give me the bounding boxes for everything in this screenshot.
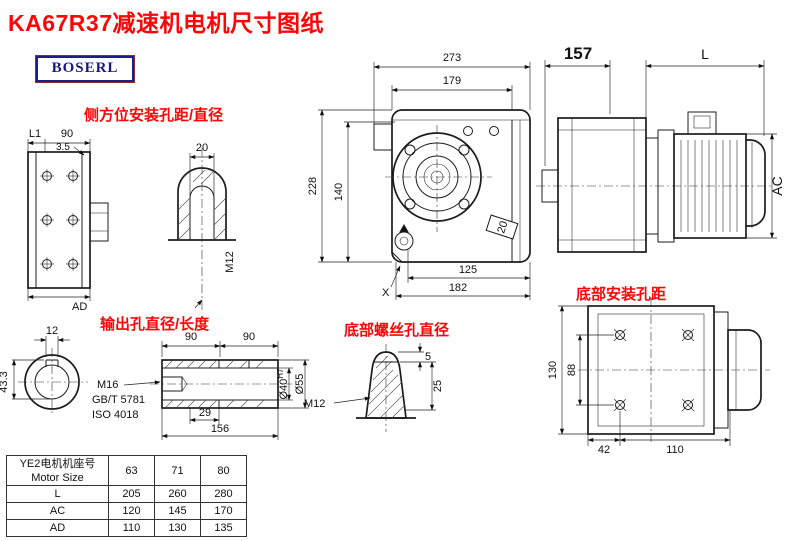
dim-M12-bottom: M12: [304, 398, 325, 410]
mount-hole: [40, 169, 80, 271]
label-output-hole: 输出孔直径/长度: [100, 316, 210, 333]
view-bottom-mount: 130 88 42 110: [547, 298, 770, 456]
dim-88: 88: [566, 364, 578, 376]
table-row-AD: AD 110 130 135: [6, 519, 247, 537]
dim-179: 179: [443, 75, 461, 87]
cell-AC-71: 145: [154, 502, 201, 520]
cell-AC-63: 120: [108, 502, 155, 520]
label-bottom-mount: 底部安装孔距: [576, 286, 667, 303]
dim-M12-side: M12: [224, 251, 236, 272]
std-iso4018: ISO 4018: [92, 409, 138, 421]
view-front: 273 179 228 140 20 125: [307, 52, 531, 300]
cell-AC-80: 170: [200, 502, 247, 520]
view-output-end: 12 43.3: [0, 325, 88, 416]
dim-AC: AC: [769, 176, 785, 195]
dim-228: 228: [307, 177, 319, 195]
cell-L-63: 205: [108, 485, 155, 503]
motor-size-table: YE2电机机座号 Motor Size 63 71 80 L 205 260 2…: [6, 455, 247, 537]
cell-L-71: 260: [154, 485, 201, 503]
page-title: KA67R37减速机电机尺寸图纸: [8, 10, 324, 36]
view-side-motor: 157 L AC: [536, 44, 785, 253]
dim-h7: H7: [276, 368, 285, 379]
size-col-80: 80: [200, 455, 247, 486]
dim-M16: M16: [97, 379, 118, 391]
view-side-flange: L1 90 3.5 AD: [27, 128, 109, 313]
dim-273: 273: [443, 52, 461, 64]
dim-110: 110: [666, 444, 684, 456]
x-mark: X: [382, 287, 390, 299]
table-row-AC: AC 120 145 170: [6, 502, 247, 520]
dim-140: 140: [333, 183, 345, 201]
dim-L1: L1: [29, 128, 41, 140]
dim-AD: AD: [72, 301, 87, 313]
std-gbt5781: GB/T 5781: [92, 394, 145, 406]
dim-125: 125: [459, 264, 477, 276]
view-output-shaft: 90 90 M16 GB/T 5781 ISO 4018 29 156 Ø40H…: [92, 331, 309, 440]
dim-d40: Ø40: [278, 379, 290, 400]
size-col-63: 63: [108, 455, 155, 486]
surface-mark: [399, 223, 409, 233]
cell-AD-63: 110: [108, 519, 155, 537]
table-row-L: L 205 260 280: [6, 485, 247, 503]
dim-5: 5: [425, 351, 431, 363]
brand-logo: BOSERL: [35, 55, 135, 83]
dim-43-3: 43.3: [0, 371, 10, 392]
table-header-motor-size: YE2电机机座号 Motor Size: [6, 455, 109, 486]
dim-d40h7: Ø40H7: [276, 368, 290, 400]
dim-12: 12: [46, 325, 58, 337]
dim-25: 25: [432, 380, 444, 392]
dim-157: 157: [564, 44, 592, 63]
view-side-hole-detail: 20 M12: [168, 142, 236, 312]
header-line-en: Motor Size: [31, 471, 84, 484]
dim-90b: 90: [243, 331, 255, 343]
size-col-71: 71: [154, 455, 201, 486]
dim-L: L: [701, 46, 709, 62]
table-header-row: YE2电机机座号 Motor Size 63 71 80: [6, 455, 247, 486]
row-label-L: L: [6, 485, 109, 503]
row-label-AC: AC: [6, 502, 109, 520]
dim-3-5: 3.5: [56, 142, 70, 153]
cell-AD-71: 130: [154, 519, 201, 537]
dim-156: 156: [211, 423, 229, 435]
dim-90-flange: 90: [61, 128, 73, 140]
label-bottom-screw: 底部螺丝孔直径: [344, 322, 450, 339]
dim-20-key-box: 20: [485, 214, 519, 240]
dim-90a: 90: [185, 331, 197, 343]
dim-182: 182: [449, 282, 467, 294]
dim-130: 130: [547, 361, 559, 379]
dim-42: 42: [598, 444, 610, 456]
cell-L-80: 280: [200, 485, 247, 503]
dim-d55: Ø55: [294, 374, 306, 395]
mount-hole: [613, 328, 695, 412]
header-line-cn: YE2电机机座号: [19, 457, 96, 470]
view-bottom-screw: M12 5 25: [304, 343, 444, 432]
dim-29: 29: [199, 407, 211, 419]
dim-20-hole: 20: [196, 142, 208, 154]
dim-20-key: 20: [495, 220, 510, 235]
label-side-mount: 侧方位安装孔距/直径: [84, 107, 224, 124]
row-label-AD: AD: [6, 519, 109, 537]
cell-AD-80: 135: [200, 519, 247, 537]
